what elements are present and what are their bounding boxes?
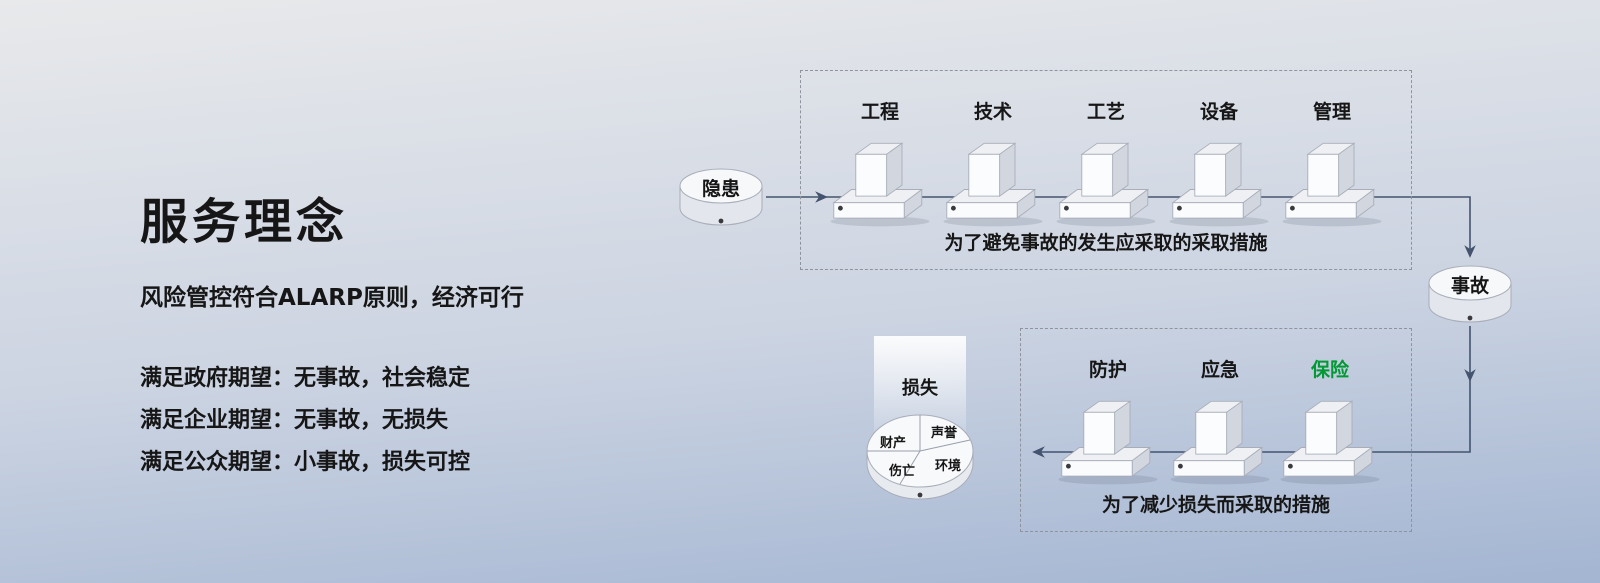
barrier-label: 保险 (1310, 359, 1349, 381)
barrier-emergency: 应急 (1165, 358, 1275, 485)
accident-label: 事故 (1450, 275, 1489, 297)
barrier-management: 管理 (1277, 100, 1387, 227)
barrier-technology: 技术 (938, 100, 1048, 227)
barrier-protection: 防护 (1053, 358, 1163, 485)
hazard-node: 隐患 (678, 166, 764, 230)
accident-node: 事故 (1427, 263, 1513, 327)
barrier-block-icon (1169, 142, 1269, 227)
bullet-enterprise: 满足企业期望：无事故，无损失 (140, 408, 449, 433)
page-title: 服务理念 (140, 194, 349, 250)
barrier-label: 工艺 (1086, 101, 1125, 123)
barrier-block-icon (943, 142, 1043, 227)
loss-node: 损失 财产 声誉 伤亡 环境 (860, 336, 980, 506)
barrier-process: 工艺 (1051, 100, 1161, 227)
barrier-block-icon (1280, 400, 1380, 485)
bullet-government: 满足政府期望：无事故，社会稳定 (140, 366, 471, 391)
loss-pie-cylinder: 损失 财产 声誉 伤亡 环境 (866, 336, 974, 500)
loss-pie-dividers (867, 415, 971, 485)
barrier-insurance: 保险 (1275, 358, 1385, 485)
barrier-label: 设备 (1199, 101, 1238, 123)
barrier-block-icon (1058, 400, 1158, 485)
loss-segment-casualty: 伤亡 (888, 463, 915, 479)
prevention-box: 为了避免事故的发生应采取的采取措施 (800, 70, 1412, 270)
barrier-label: 应急 (1200, 359, 1239, 381)
prevention-caption: 为了避免事故的发生应采取的采取措施 (944, 232, 1268, 254)
barrier-block-icon (1056, 142, 1156, 227)
loss-connector-dot (917, 492, 923, 498)
barrier-block-icon (1282, 142, 1382, 227)
barrier-label: 防护 (1088, 359, 1127, 381)
barrier-equipment: 设备 (1164, 100, 1274, 227)
loss-segment-property: 财产 (880, 435, 906, 451)
loss-label: 损失 (902, 377, 939, 399)
barrier-label: 技术 (973, 101, 1012, 123)
barrier-block-icon (830, 142, 930, 227)
subtitle: 风险管控符合ALARP原则，经济可行 (140, 285, 524, 311)
barrier-engineering: 工程 (825, 100, 935, 227)
mitigation-caption: 为了减少损失而采取的措施 (1101, 494, 1330, 516)
barrier-block-icon (1170, 400, 1270, 485)
barrier-label: 管理 (1312, 101, 1351, 123)
hazard-label: 隐患 (701, 178, 740, 200)
loss-segment-reputation: 声誉 (930, 425, 958, 441)
barrier-label: 工程 (860, 101, 899, 123)
expectation-list: 满足政府期望：无事故，社会稳定 满足企业期望：无事故，无损失 满足公众期望：小事… (140, 358, 470, 484)
bullet-public: 满足公众期望：小事故，损失可控 (140, 450, 471, 475)
loss-segment-environment: 环境 (935, 458, 961, 474)
